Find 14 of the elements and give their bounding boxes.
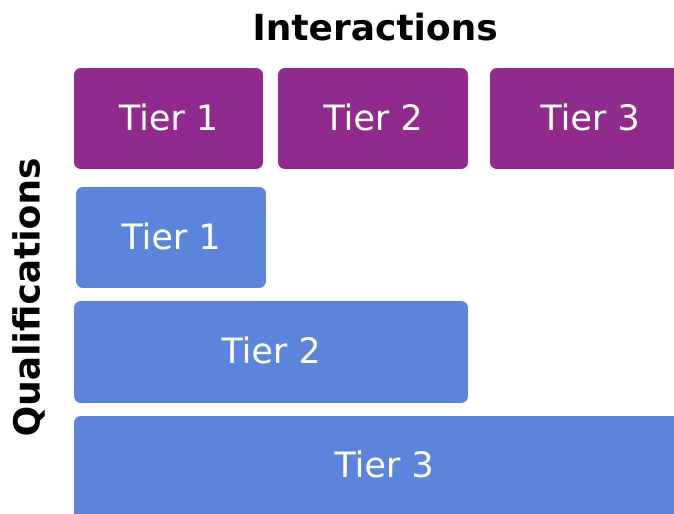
tier-label: Tier 1 bbox=[118, 98, 218, 138]
axis-heading: Interactions bbox=[252, 8, 498, 49]
tier-box bbox=[74, 68, 263, 169]
tier-label: Tier 2 bbox=[221, 332, 321, 372]
tier-box bbox=[74, 416, 674, 514]
tier-label: Tier 3 bbox=[334, 446, 434, 486]
tier-box bbox=[490, 68, 674, 169]
tier-label: Tier 1 bbox=[121, 218, 221, 258]
tier-label: Tier 3 bbox=[540, 98, 640, 138]
tier-box bbox=[76, 187, 266, 288]
tier-box bbox=[74, 301, 468, 403]
tier-label: Tier 2 bbox=[323, 98, 423, 138]
tier-box bbox=[278, 68, 468, 169]
axis-heading: Qualifications bbox=[8, 158, 48, 436]
